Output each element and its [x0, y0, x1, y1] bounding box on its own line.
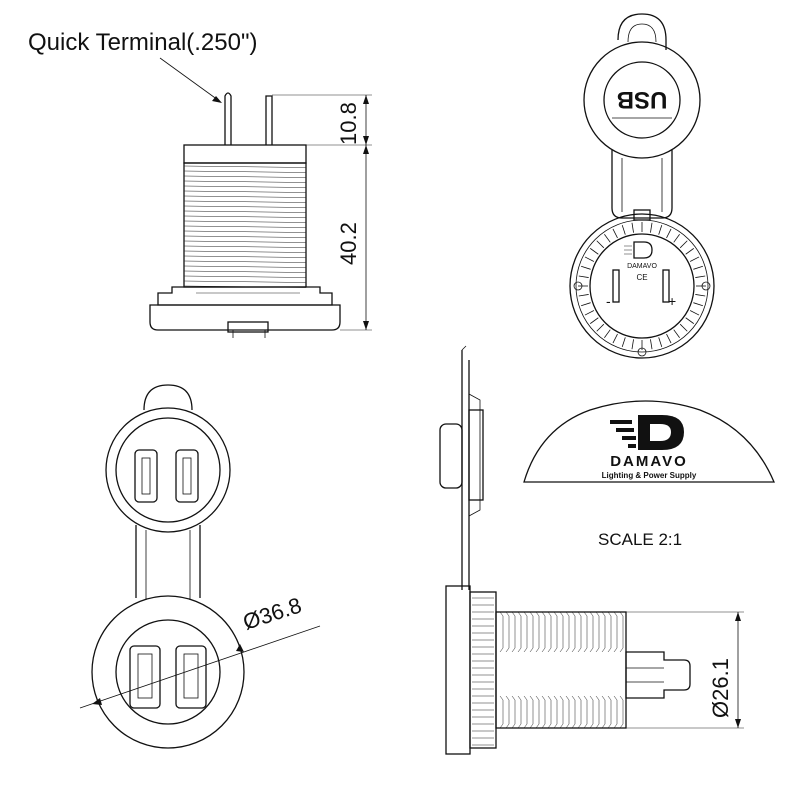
dimension-face-diameter: Ø36.8 [79, 592, 321, 709]
logo-detail: DAMAVO Lighting & Power Supply SCALE 2:1 [523, 400, 775, 549]
dim-body-height-text: 40.2 [336, 222, 361, 265]
dim-thread-diameter-text: Ø26.1 [708, 658, 733, 718]
brand-logo-mark [610, 415, 684, 450]
dimension-body-height: 40.2 [336, 145, 372, 331]
dimension-thread-diameter: Ø26.1 [626, 611, 744, 729]
side-view: Quick Terminal(.250") 10.8 [28, 29, 372, 338]
dim-terminal-height-text: 10.8 [336, 102, 361, 145]
quick-terminal-label: Quick Terminal(.250") [28, 29, 258, 56]
dim-face-diameter-text: Ø36.8 [240, 592, 305, 634]
quick-terminal-right [265, 95, 273, 145]
polarity-negative: - [606, 293, 611, 309]
mini-brand-text: DAMAVO [627, 263, 657, 270]
mini-cert-text: CE [636, 273, 647, 282]
scale-note: SCALE 2:1 [598, 530, 682, 549]
brand-tagline: Lighting & Power Supply [602, 471, 697, 480]
cap-usb-badge: USB [617, 86, 668, 113]
quick-terminal-left [224, 92, 232, 145]
dimension-terminal-height: 10.8 [272, 94, 372, 146]
mini-brand-logo: DAMAVO CE [624, 241, 657, 282]
polarity-positive: + [668, 293, 676, 309]
front-view: Ø36.8 [79, 384, 321, 749]
rear-view: USB - + DAMAVO CE [569, 13, 715, 359]
profile-view: Ø26.1 [439, 345, 744, 755]
brand-name: DAMAVO [610, 453, 688, 470]
